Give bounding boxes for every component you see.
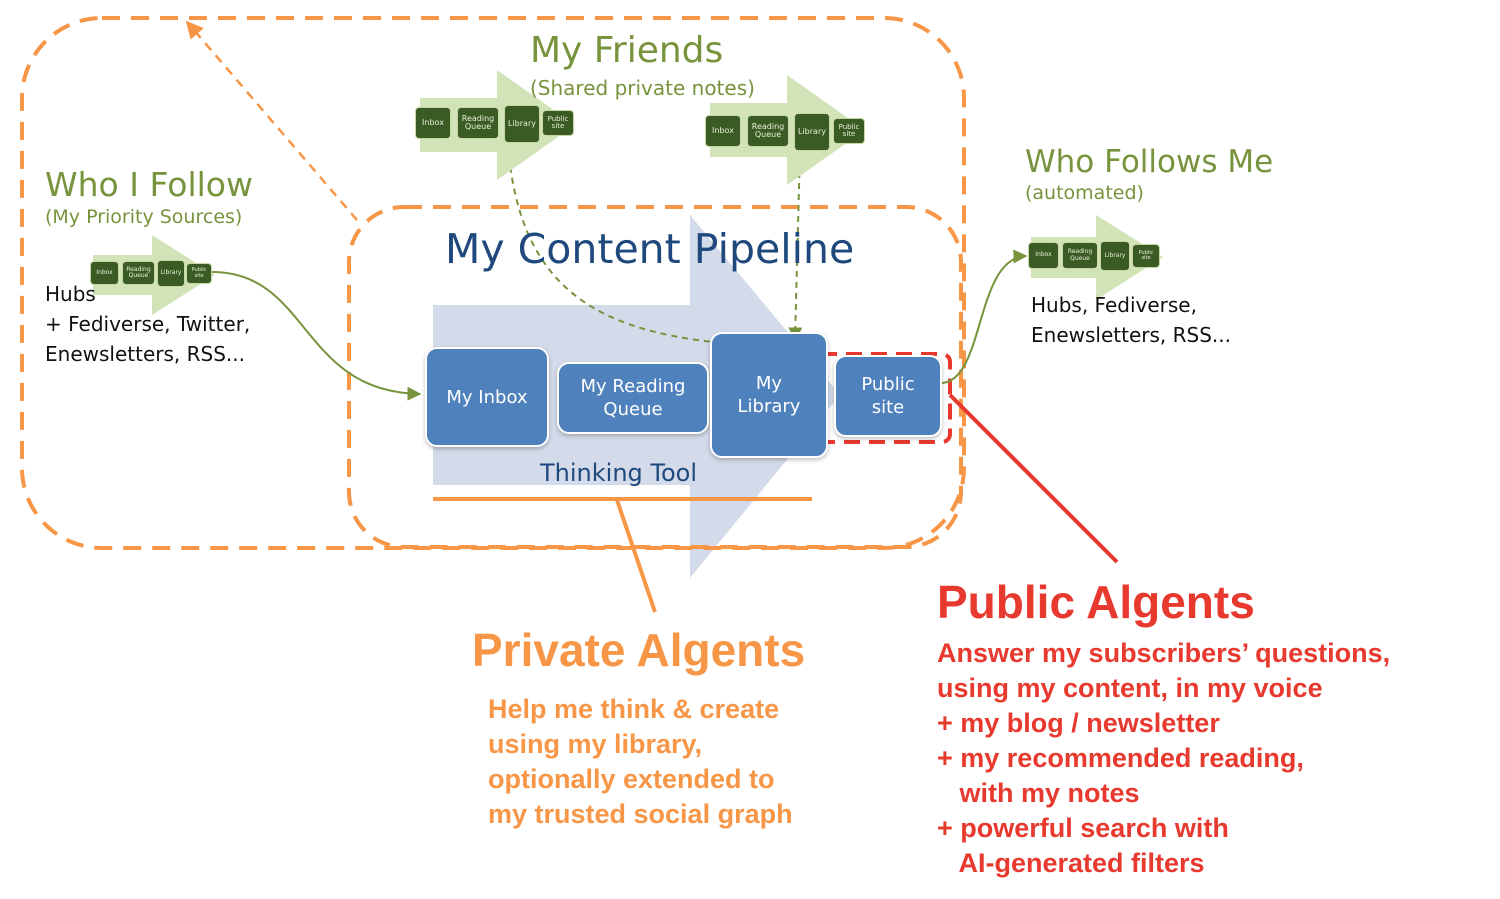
- public-algents-line: + my blog / newsletter: [937, 708, 1220, 738]
- mini-public-site: Public site: [186, 263, 212, 284]
- mini-reading-queue: Reading Queue: [122, 261, 155, 285]
- friends-title: My Friends: [530, 30, 724, 71]
- private-algents-line: Help me think & create: [488, 694, 780, 724]
- friend2-mini-pipeline: Inbox Reading Queue Library Public site: [705, 75, 865, 185]
- follow-mini-pipeline: Inbox Reading Queue Library Public site: [90, 235, 215, 315]
- my-reading-queue-box: My Reading Queue: [557, 362, 709, 434]
- my-library-box: My Library: [710, 332, 828, 458]
- follower-channel-line: Enewsletters, RSS...: [1031, 323, 1231, 347]
- thinking-tool-label: Thinking Tool: [540, 459, 698, 487]
- who-i-follow-subtitle: (My Priority Sources): [45, 206, 243, 228]
- public-algents-line: + powerful search with: [937, 813, 1229, 843]
- public-site-box: Public site: [834, 355, 942, 437]
- public-algents-line: + my recommended reading,: [937, 743, 1304, 773]
- my-inbox-box: My Inbox: [425, 347, 549, 447]
- private-callout-line: [615, 499, 657, 613]
- who-follows-me-subtitle: (automated): [1025, 182, 1144, 204]
- mini-inbox: Inbox: [90, 261, 119, 285]
- pipeline-region-dashed: [347, 205, 963, 549]
- public-callout-line: [948, 393, 1119, 564]
- mini-library: Library: [157, 260, 185, 287]
- private-algents-line: optionally extended to: [488, 764, 775, 794]
- orange-dashed-arrow: [185, 20, 358, 221]
- follow-source-line: + Fediverse, Twitter,: [45, 312, 251, 336]
- mini-inbox: Inbox: [415, 107, 451, 139]
- public-algents-line: Answer my subscribers’ questions,: [937, 638, 1391, 668]
- who-follows-me-title: Who Follows Me: [1025, 144, 1274, 180]
- friend1-library-dashed-connector: [507, 144, 747, 352]
- private-algents-line: my trusted social graph: [488, 799, 793, 829]
- mini-reading-queue: Reading Queue: [1062, 242, 1098, 269]
- follow-source-line: Enewsletters, RSS...: [45, 342, 245, 366]
- private-algents-line: using my library,: [488, 729, 703, 759]
- mini-inbox: Inbox: [705, 115, 741, 147]
- private-algents-title: Private Algents: [472, 624, 806, 676]
- public-algents-line: using my content, in my voice: [937, 673, 1323, 703]
- friends-subtitle: (Shared private notes): [530, 76, 755, 100]
- pipeline-title: My Content Pipeline: [445, 225, 855, 273]
- mini-public-site: Public site: [1132, 244, 1160, 268]
- mini-public-site: Public site: [542, 110, 574, 136]
- public-algents-title: Public Algents: [937, 576, 1255, 628]
- mini-reading-queue: Reading Queue: [457, 107, 499, 139]
- public-algents-line: AI-generated filters: [937, 848, 1205, 878]
- mini-inbox: Inbox: [1028, 242, 1059, 269]
- mini-public-site: Public site: [833, 118, 865, 144]
- who-i-follow-title: Who I Follow: [45, 165, 253, 204]
- followers-mini-pipeline: Inbox Reading Queue Library Public site: [1028, 215, 1163, 300]
- friend2-library-dashed-connector: [788, 149, 803, 342]
- mini-library: Library: [1100, 241, 1130, 271]
- publicsite-to-followers-connector: [941, 249, 1028, 384]
- mini-library: Library: [794, 113, 830, 151]
- friends-region-dashed: [20, 16, 966, 550]
- friend1-mini-pipeline: Inbox Reading Queue Library Public site: [415, 70, 575, 180]
- mini-library: Library: [504, 105, 540, 143]
- public-algents-line: with my notes: [937, 778, 1140, 808]
- follow-source-line: Hubs: [45, 282, 96, 306]
- follow-to-inbox-connector: [211, 271, 422, 401]
- follower-channel-line: Hubs, Fediverse,: [1031, 293, 1197, 317]
- mini-reading-queue: Reading Queue: [747, 115, 789, 147]
